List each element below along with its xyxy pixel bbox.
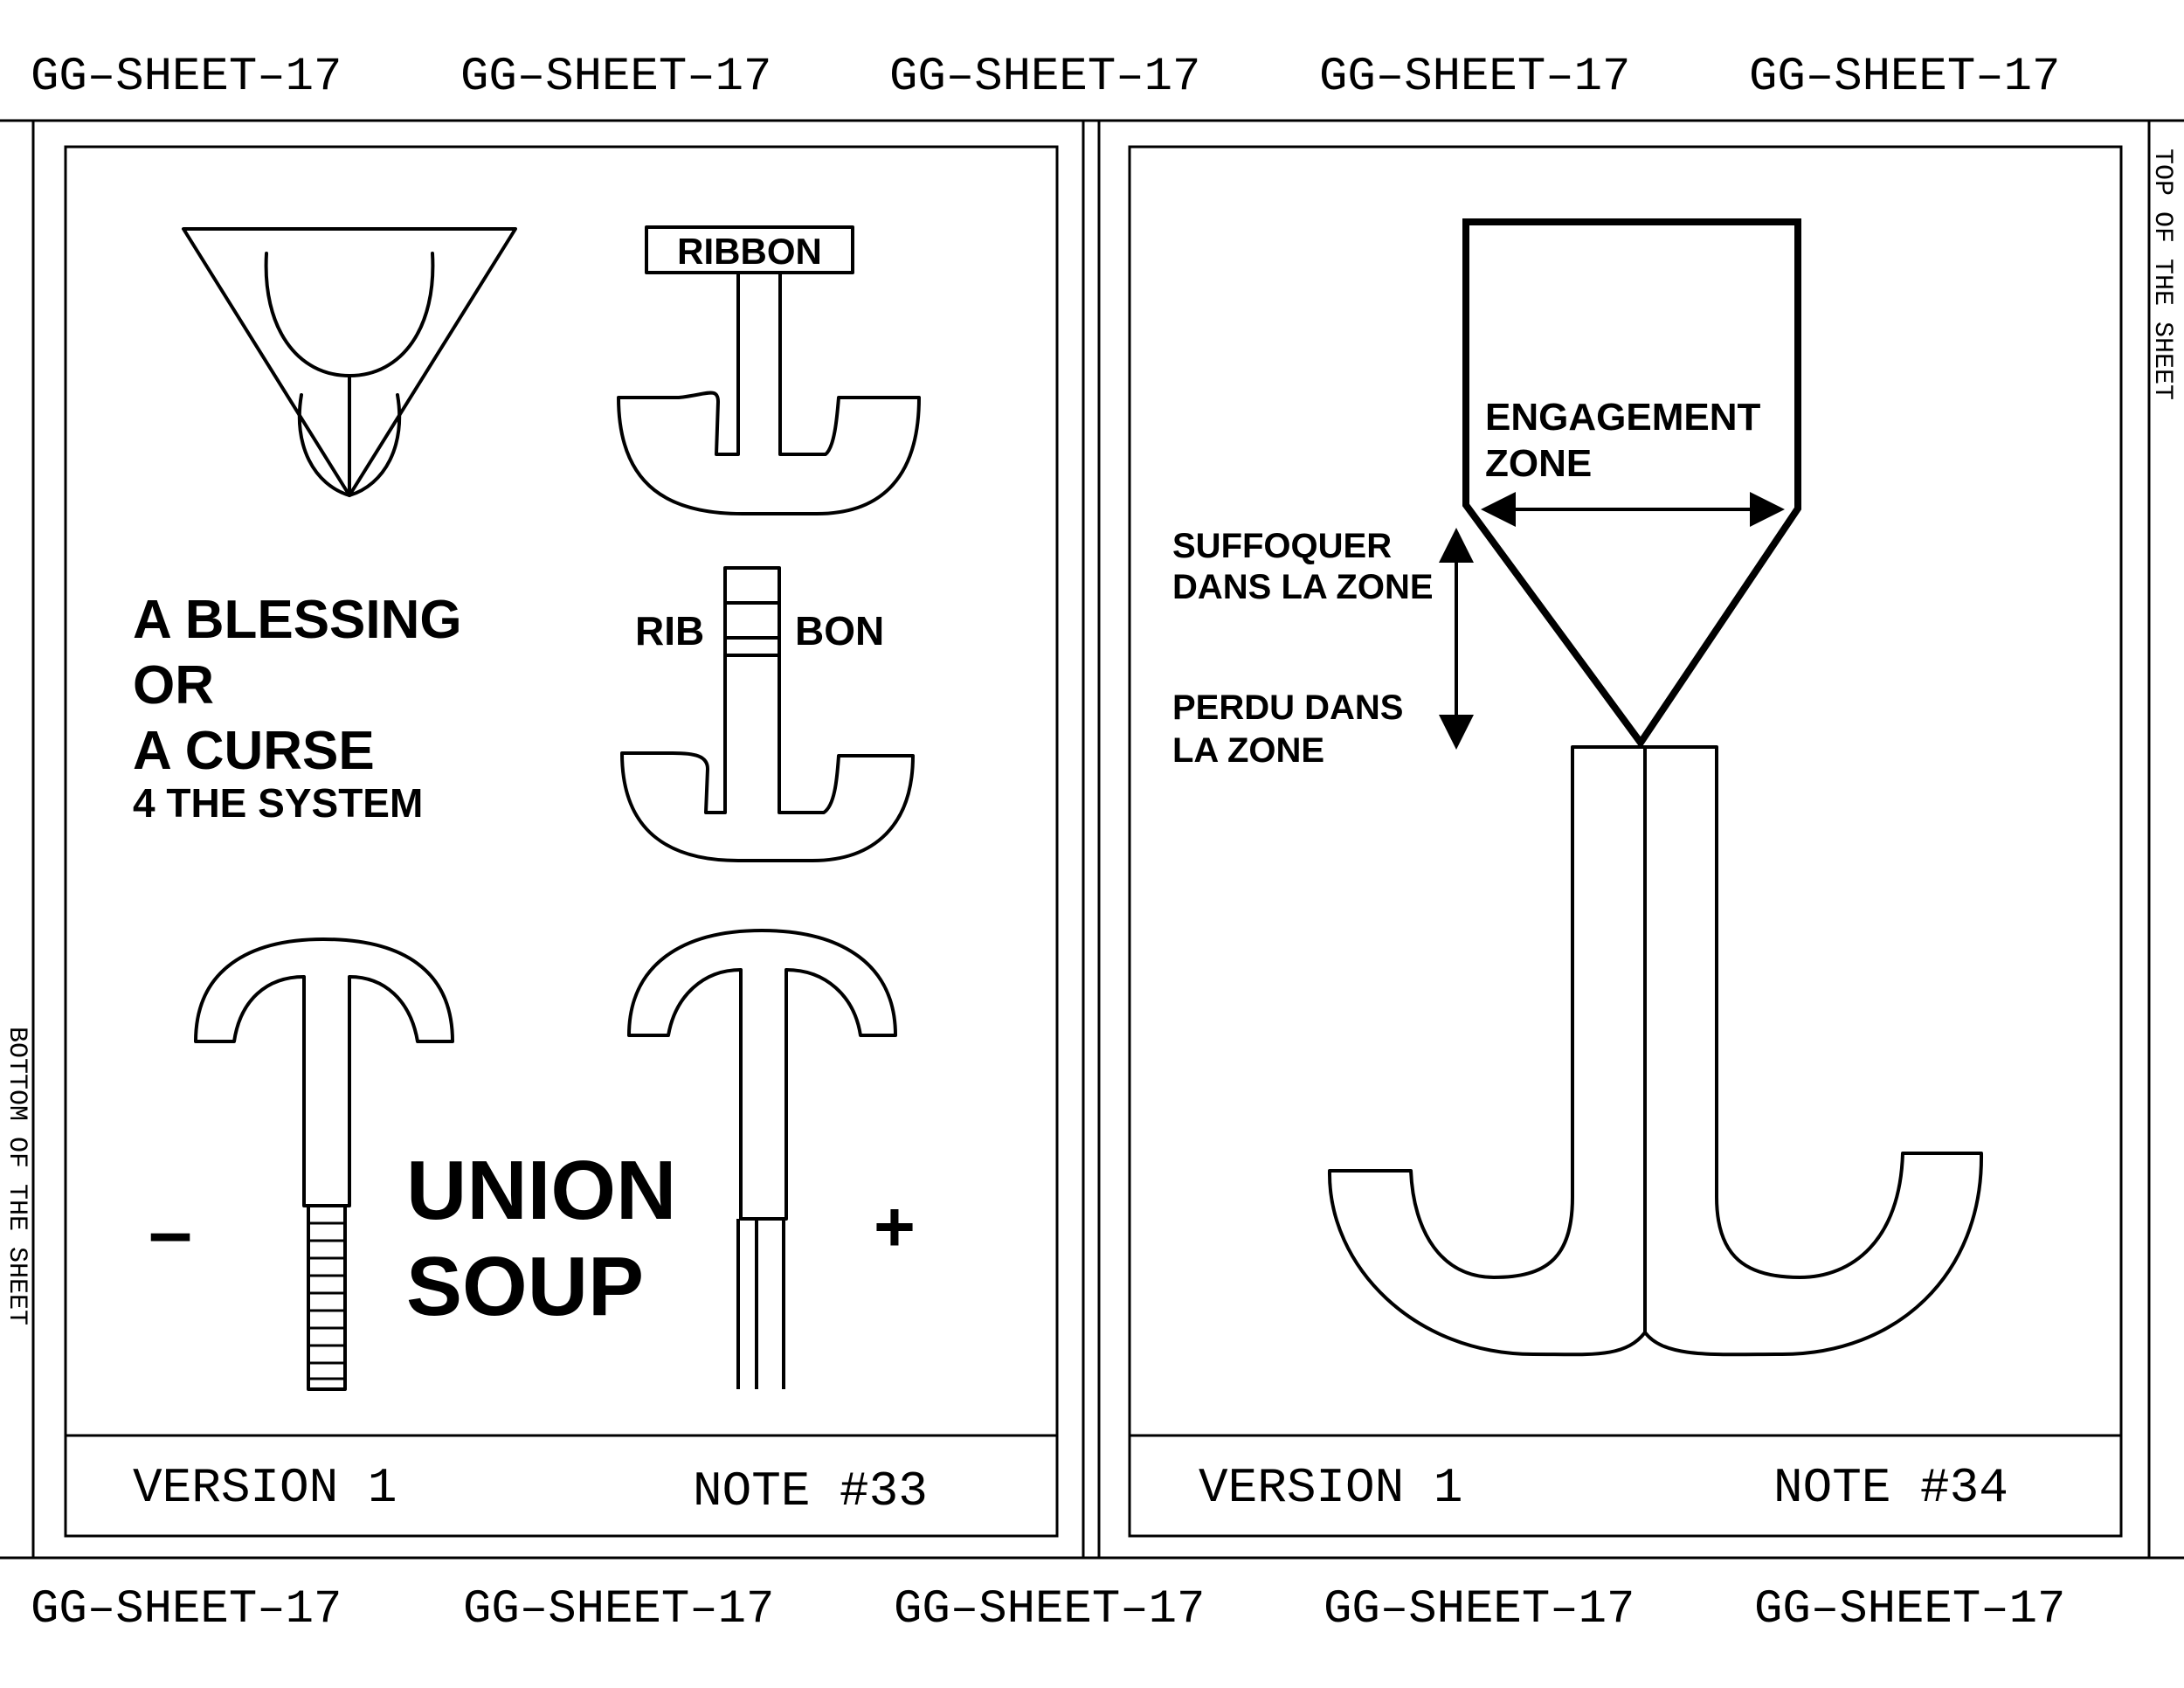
plus-hook-symbol: + xyxy=(627,929,916,1389)
ribbon-label: RIBBON xyxy=(677,231,822,272)
note-label: NOTE #34 xyxy=(1773,1460,2008,1516)
panel-note-33: RIBBON RIB BON A BLESSING OR A CURSE 4 T… xyxy=(64,145,1059,1538)
engagement-line-2: ZONE xyxy=(1485,442,1592,485)
header-label: GG–SHEET–17 xyxy=(31,51,342,104)
header-labels: GG–SHEET–17 GG–SHEET–17 GG–SHEET–17 GG–S… xyxy=(31,51,2060,104)
union-label: UNION xyxy=(406,1144,676,1237)
minus-sign: – xyxy=(149,1188,192,1276)
perdu-line-1: PERDU DANS xyxy=(1172,688,1403,727)
perdu-line-2: LA ZONE xyxy=(1172,731,1324,770)
footer-label: GG–SHEET–17 xyxy=(31,1583,342,1636)
footer-label: GG–SHEET–17 xyxy=(894,1583,1205,1636)
right-side-label: TOP OF THE SHEET xyxy=(2147,149,2177,400)
rib-label: RIB xyxy=(635,608,704,654)
note-label: NOTE #33 xyxy=(693,1463,928,1519)
blessing-text: A BLESSING OR A CURSE 4 THE SYSTEM xyxy=(133,590,462,826)
version-label: VERSION 1 xyxy=(133,1460,397,1516)
minus-hook-symbol: – xyxy=(149,937,454,1391)
footer-labels: GG–SHEET–17 GG–SHEET–17 GG–SHEET–17 GG–S… xyxy=(31,1583,2065,1636)
version-label: VERSION 1 xyxy=(1199,1460,1462,1516)
sheet-frame xyxy=(0,119,2184,1560)
double-j-hook-symbol xyxy=(1327,745,1984,1357)
triangle-cup-symbol xyxy=(182,227,517,497)
left-side-label: BOTTOM OF THE SHEET xyxy=(2,1027,31,1325)
header-label: GG–SHEET–17 xyxy=(1319,51,1630,104)
header-label: GG–SHEET–17 xyxy=(1749,51,2060,104)
footer-label: GG–SHEET–17 xyxy=(1324,1583,1635,1636)
anchor-ribbon-symbol: RIBBON xyxy=(617,225,921,515)
blessing-line-3: A CURSE xyxy=(133,721,375,781)
suffoquer-line-2: DANS LA ZONE xyxy=(1172,568,1434,606)
engagement-line-1: ENGAGEMENT xyxy=(1485,396,1760,439)
footer-label: GG–SHEET–17 xyxy=(1754,1583,2065,1636)
blessing-line-2: OR xyxy=(133,655,214,716)
panel-border xyxy=(64,145,1059,1538)
soup-label: SOUP xyxy=(406,1240,644,1333)
suffoquer-line-1: SUFFOQUER xyxy=(1172,527,1392,565)
footer-label: GG–SHEET–17 xyxy=(463,1583,774,1636)
union-soup-text: UNION SOUP xyxy=(406,1144,676,1333)
panel-note-34: ENGAGEMENT ZONE SUFFOQUER DANS LA ZONE P… xyxy=(1128,145,2123,1538)
panel-border xyxy=(1128,145,2123,1538)
header-label: GG–SHEET–17 xyxy=(460,51,771,104)
plus-sign: + xyxy=(874,1187,916,1267)
blessing-line-4: 4 THE SYSTEM xyxy=(133,780,423,826)
anchor-rib-bon-symbol: RIB BON xyxy=(620,566,915,862)
bon-label: BON xyxy=(795,608,884,654)
blessing-line-1: A BLESSING xyxy=(133,590,462,650)
engagement-zone-shape xyxy=(1462,218,1801,749)
header-label: GG–SHEET–17 xyxy=(889,51,1200,104)
